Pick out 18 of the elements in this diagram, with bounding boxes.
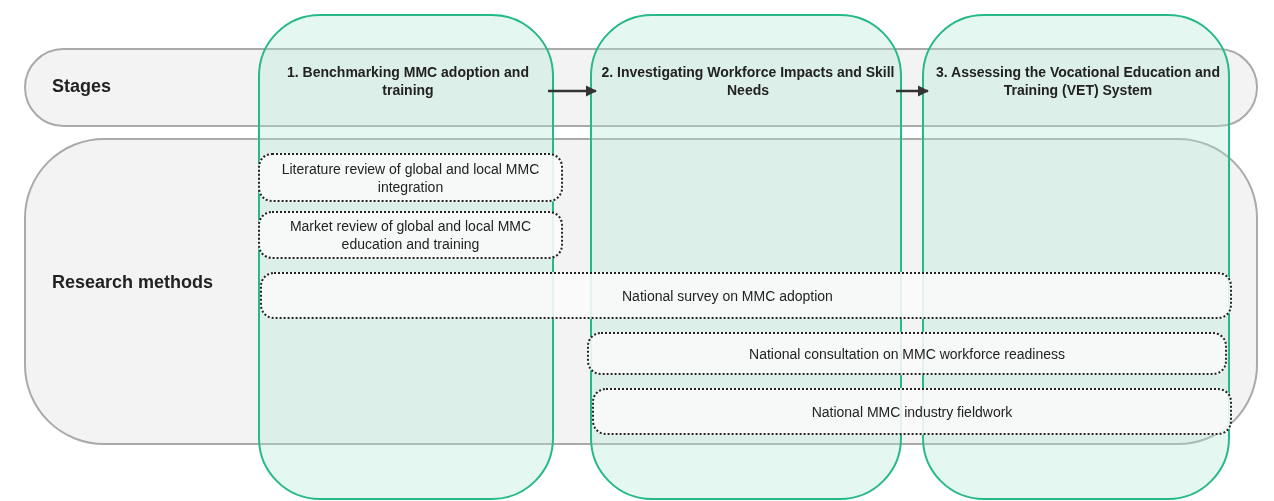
method-box xyxy=(258,153,563,202)
stage-title: 3. Assessing the Vocational Education and Training (VET) System xyxy=(932,62,1224,100)
arrow xyxy=(548,85,598,97)
method-text: Literature review of global and local MMC integration xyxy=(280,159,541,196)
arrow xyxy=(896,85,930,97)
band-label: Research methods xyxy=(52,272,214,293)
stage-title: 2. Investigating Workforce Impacts and Skill Needs xyxy=(600,62,896,100)
method-text: Market review of global and local MMC education and training xyxy=(288,217,533,253)
stage-title: 1. Benchmarking MMC adoption and training xyxy=(268,62,548,100)
method-text: National survey on MMC adoption xyxy=(622,286,833,305)
method-text: National MMC industry fieldwork xyxy=(811,402,1013,421)
method-box xyxy=(592,388,1232,435)
method-box xyxy=(258,211,563,259)
method-text: National consultation on MMC workforce readiness xyxy=(749,344,1065,363)
method-box xyxy=(260,272,1232,319)
stage-band xyxy=(24,138,1258,445)
row-label: Stages xyxy=(52,76,112,97)
method-box xyxy=(587,332,1227,375)
